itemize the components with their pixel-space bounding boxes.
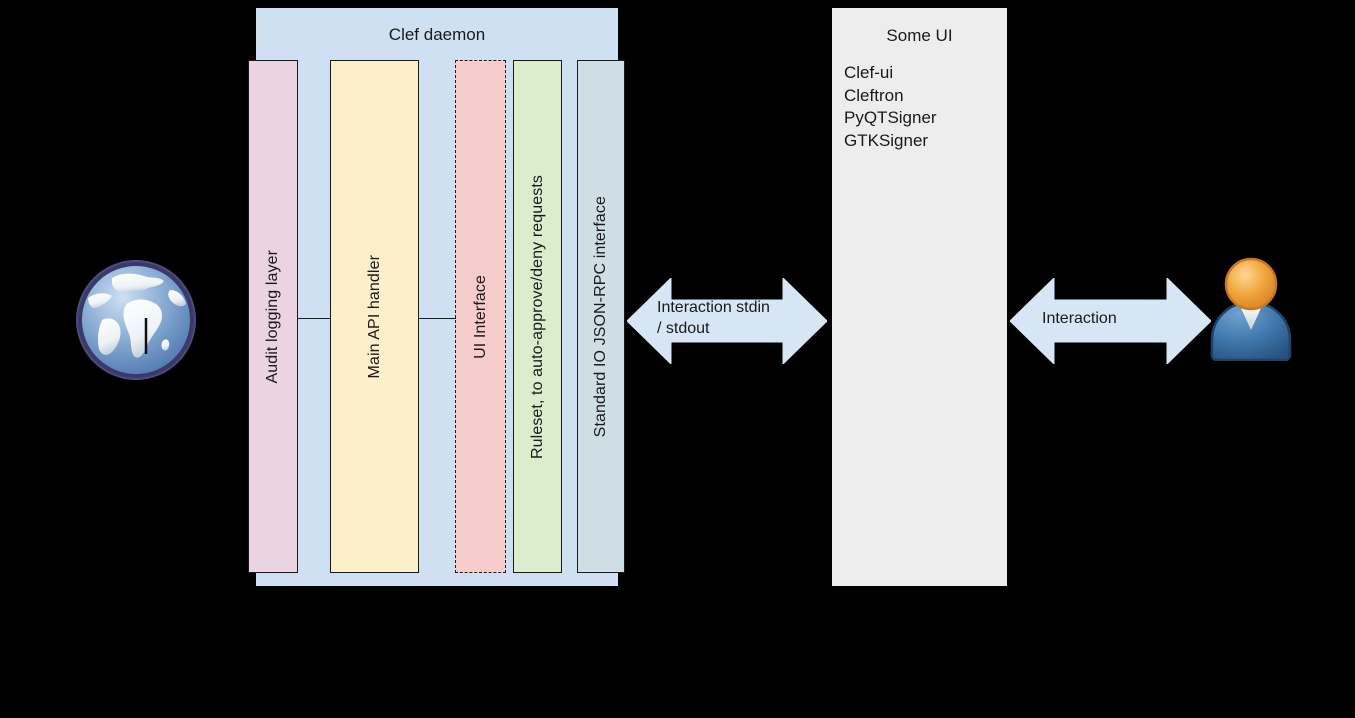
component-label: Standard IO JSON-RPC interface — [592, 195, 609, 438]
list-item: PyQTSigner — [844, 108, 937, 127]
component-standard-io-jsonrpc[interactable]: Standard IO JSON-RPC interface — [577, 60, 625, 573]
user-icon — [1206, 256, 1296, 361]
component-label: Ruleset, to auto-approve/deny requests — [528, 174, 546, 459]
arrow-interaction-stdio: Interaction stdin / stdout — [627, 278, 827, 364]
clef-daemon-title: Clef daemon — [388, 25, 486, 44]
some-ui-container: Some UI Clef-ui Cleftron PyQTSigner GTKS… — [832, 8, 1007, 586]
list-item: Clef-ui — [844, 63, 894, 82]
arrow-interaction-user: Interaction — [1010, 278, 1211, 364]
list-item: Cleftron — [844, 85, 904, 105]
connector-api-to-ui — [418, 318, 456, 319]
some-ui-title: Some UI — [886, 26, 953, 45]
component-label: Audit logging layer — [264, 249, 281, 384]
component-ruleset[interactable]: Ruleset, to auto-approve/deny requests — [513, 60, 562, 573]
component-label: UI Interface — [471, 274, 489, 359]
component-audit-logging-layer[interactable]: Audit logging layer — [248, 60, 298, 573]
list-item: GTKSigner — [844, 130, 929, 150]
component-main-api-handler[interactable]: Main API handler — [330, 60, 419, 573]
component-label: Main API handler — [365, 254, 383, 379]
connector-audit-to-api — [297, 318, 331, 319]
some-ui-implementation-list: Clef-ui Cleftron PyQTSigner GTKSigner — [844, 62, 937, 152]
component-ui-interface[interactable]: UI Interface — [455, 60, 506, 573]
globe-icon — [72, 256, 200, 384]
clef-daemon-container: Clef daemon — [256, 8, 618, 586]
